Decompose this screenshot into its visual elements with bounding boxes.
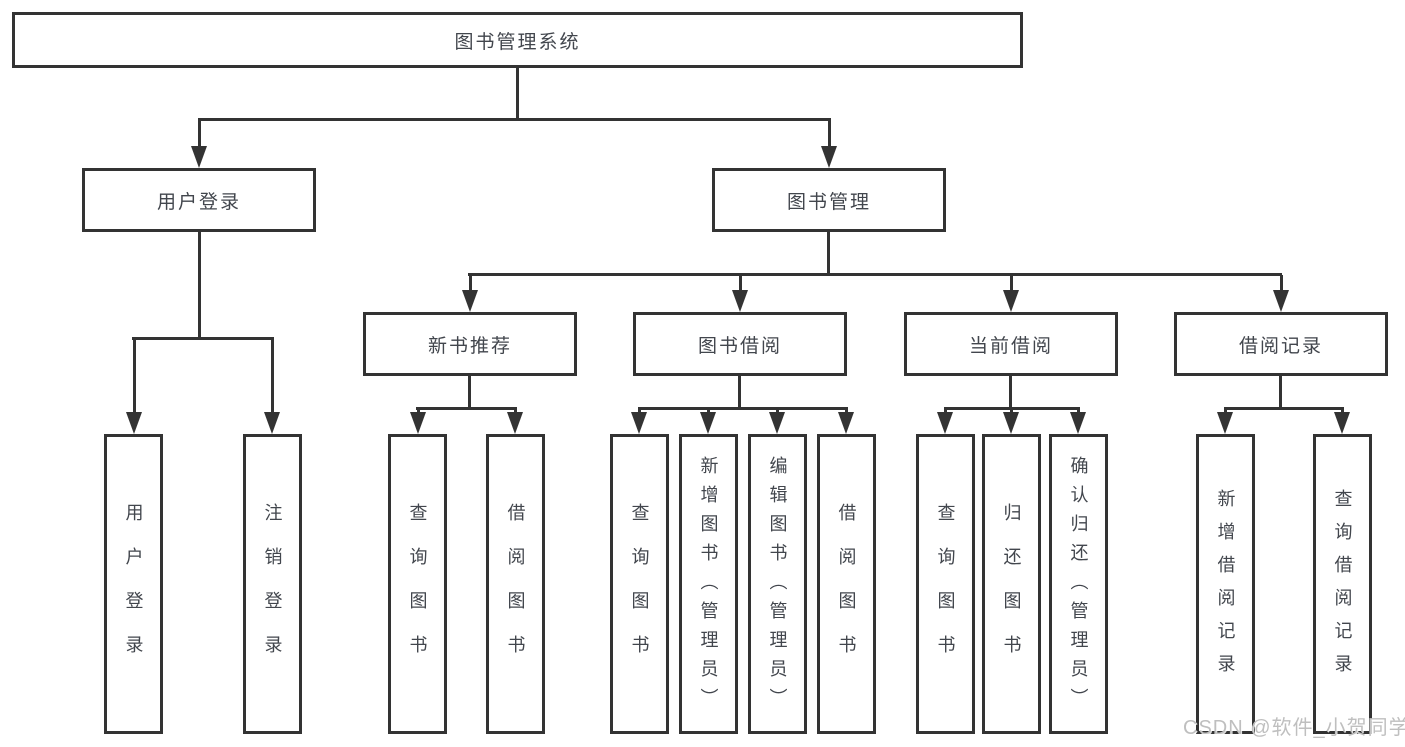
arrow-to-leaf-confirm-return-admin (1070, 409, 1086, 434)
node-book-borrowing: 图书借阅 (633, 312, 847, 376)
leaf-query-borrow-record: 查询借阅记录 (1313, 434, 1372, 734)
leaf-return-books: 归还图书 (982, 434, 1041, 734)
arrow-to-borrowing-records (1273, 275, 1289, 312)
leaf-confirm-return-admin: 确认归还（管理员） (1049, 434, 1108, 734)
arrow-to-leaf-edit-books-admin (769, 409, 785, 434)
connector-stem-book-borrowing (738, 373, 741, 410)
connector-bar-book-management (468, 273, 1282, 276)
leaf-add-borrow-record: 新增借阅记录 (1196, 434, 1255, 734)
connector-stem-new-book-recommendation (468, 373, 471, 410)
node-borrowing-records: 借阅记录 (1174, 312, 1388, 376)
connector-stem-root (516, 65, 519, 119)
node-user-login: 用户登录 (82, 168, 316, 232)
connector-bar-book-borrowing (638, 407, 848, 410)
arrow-to-leaf-add-borrow-record (1217, 409, 1233, 434)
connector-stem-book-management (827, 229, 830, 275)
arrow-to-leaf-return-books (1003, 409, 1019, 434)
arrow-to-user-login (191, 120, 207, 168)
arrow-to-leaf-query-books-recommend (410, 409, 426, 434)
arrow-to-leaf-user-login (126, 339, 142, 434)
leaf-query-books-current: 查询图书 (916, 434, 975, 734)
arrow-to-book-management (821, 120, 837, 168)
arrow-to-current-borrowing (1003, 275, 1019, 312)
connector-bar-current-borrowing (944, 407, 1080, 410)
arrow-to-leaf-logout (264, 339, 280, 434)
connector-bar-user-login (132, 337, 274, 340)
connector-bar-root (198, 118, 831, 121)
leaf-query-books-recommend: 查询图书 (388, 434, 447, 734)
node-book-management-system: 图书管理系统 (12, 12, 1023, 68)
arrow-to-book-borrowing (732, 275, 748, 312)
connector-stem-borrowing-records (1279, 373, 1282, 410)
node-book-management: 图书管理 (712, 168, 946, 232)
connector-stem-current-borrowing (1009, 373, 1012, 410)
arrow-to-leaf-borrow-books-borrowing (838, 409, 854, 434)
leaf-logout: 注销登录 (243, 434, 302, 734)
connector-stem-user-login (198, 229, 201, 339)
arrow-to-leaf-add-books-admin (700, 409, 716, 434)
connector-bar-borrowing-records (1224, 407, 1344, 410)
node-new-book-recommendation: 新书推荐 (363, 312, 577, 376)
watermark-csdn: CSDN @软件_小贺同学 (1183, 717, 1405, 739)
arrow-to-leaf-query-books-current (937, 409, 953, 434)
leaf-edit-books-admin: 编辑图书（管理员） (748, 434, 807, 734)
leaf-user-login: 用户登录 (104, 434, 163, 734)
arrow-to-new-book-recommendation (462, 275, 478, 312)
arrow-to-leaf-query-borrow-record (1334, 409, 1350, 434)
leaf-add-books-admin: 新增图书（管理员） (679, 434, 738, 734)
arrow-to-leaf-borrow-books-recommend (507, 409, 523, 434)
node-current-borrowing: 当前借阅 (904, 312, 1118, 376)
arrow-to-leaf-query-books-borrowing (631, 409, 647, 434)
leaf-query-books-borrowing: 查询图书 (610, 434, 669, 734)
leaf-borrow-books-borrowing: 借阅图书 (817, 434, 876, 734)
connector-bar-new-book-recommendation (416, 407, 517, 410)
leaf-borrow-books-recommend: 借阅图书 (486, 434, 545, 734)
